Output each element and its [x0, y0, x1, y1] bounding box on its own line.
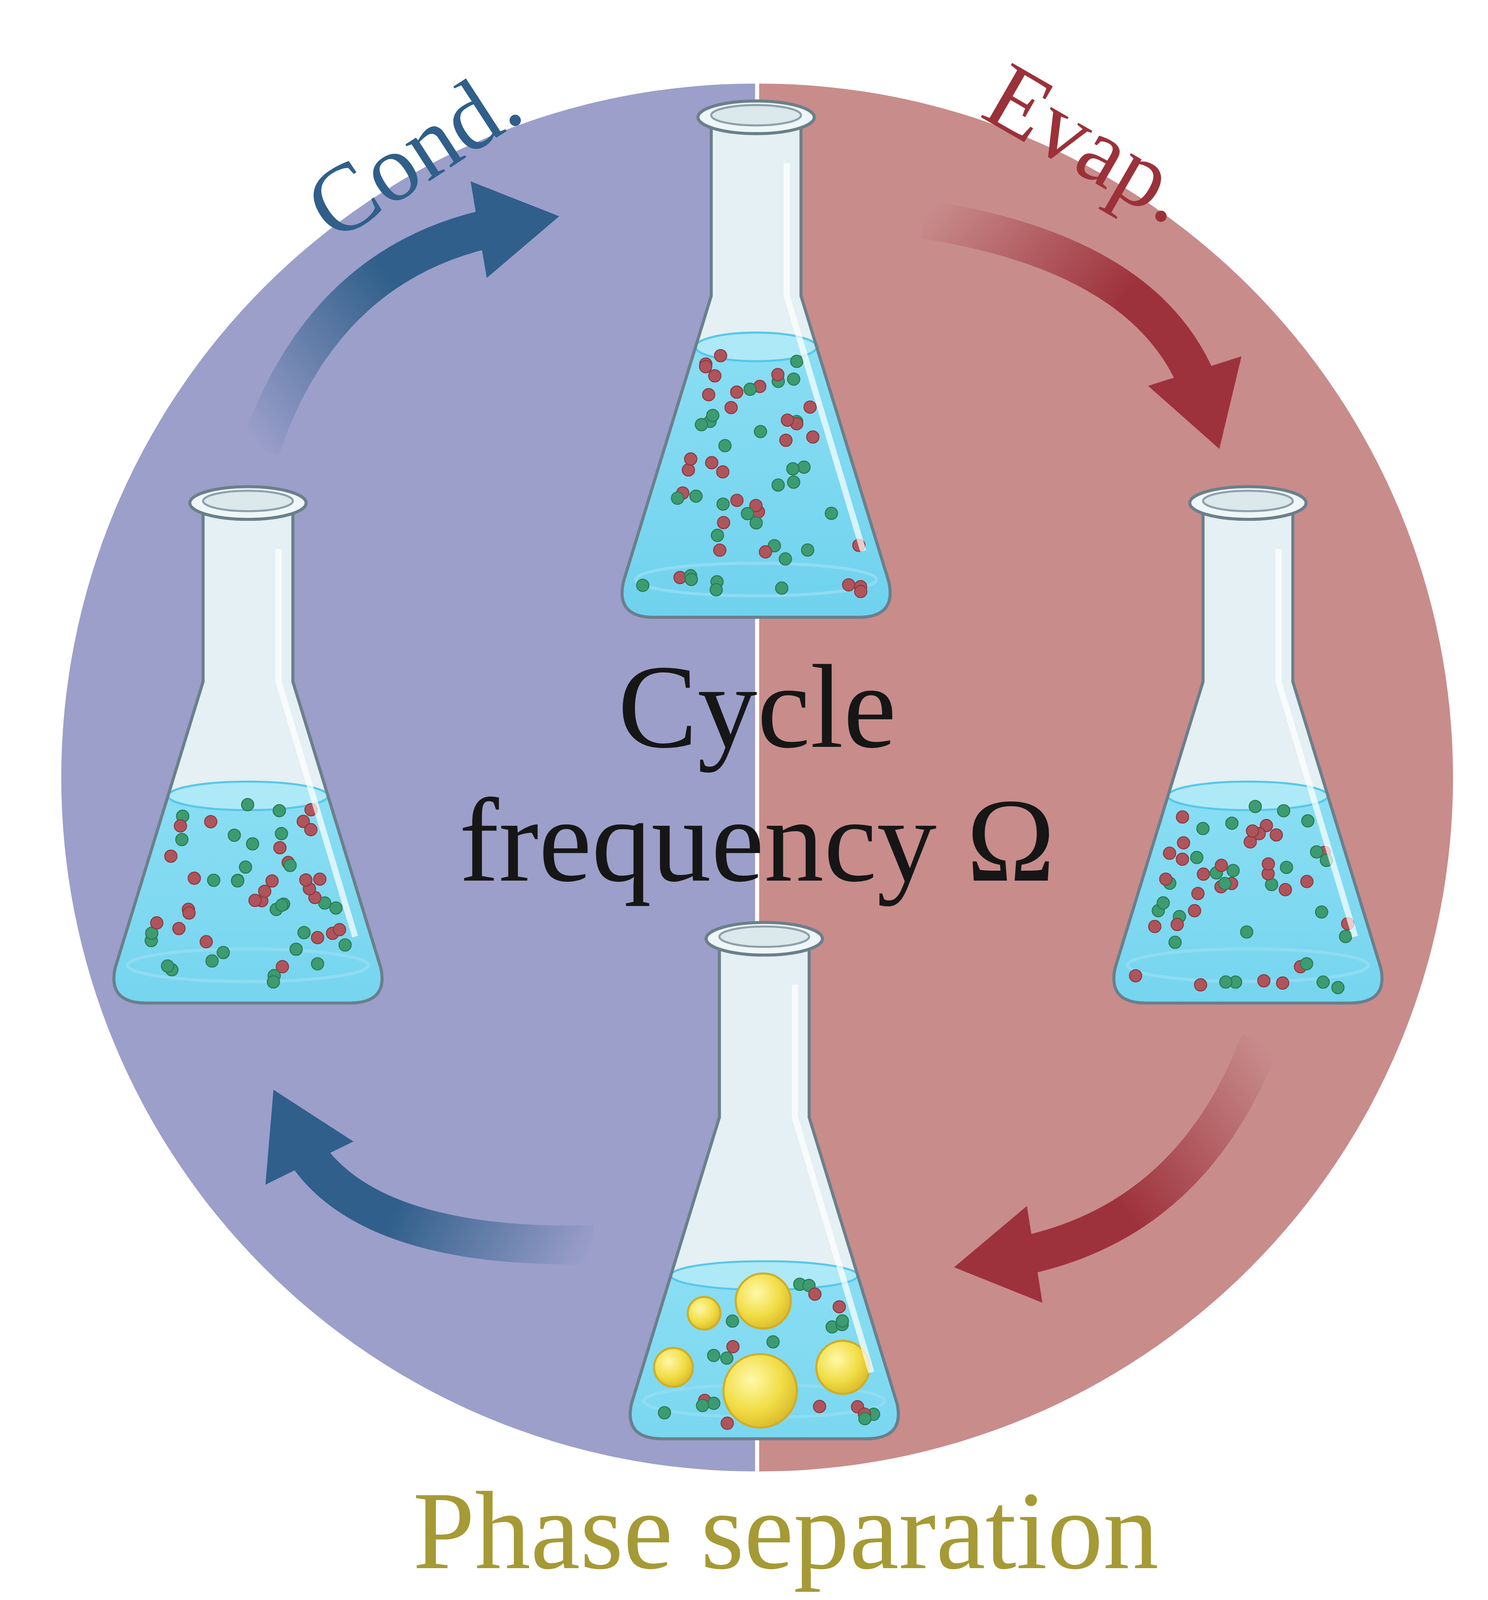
arrow-head [470, 181, 559, 279]
arrow-head [265, 1089, 354, 1185]
arrow-head [1148, 356, 1242, 450]
flask [94, 486, 401, 1408]
cycle-circle: Cycle frequency Ω [63, 83, 1451, 1472]
phase-label: Phase separation [412, 1474, 1159, 1587]
cycle-arrow [295, 1135, 594, 1245]
flask [1094, 486, 1401, 1408]
cycle-arrow [260, 224, 510, 449]
cycle-arrow [1004, 1040, 1260, 1260]
cycle-label: Cycle frequency Ω [410, 639, 1105, 908]
cycle-arrow [923, 219, 1205, 401]
arrow-head [954, 1205, 1043, 1303]
